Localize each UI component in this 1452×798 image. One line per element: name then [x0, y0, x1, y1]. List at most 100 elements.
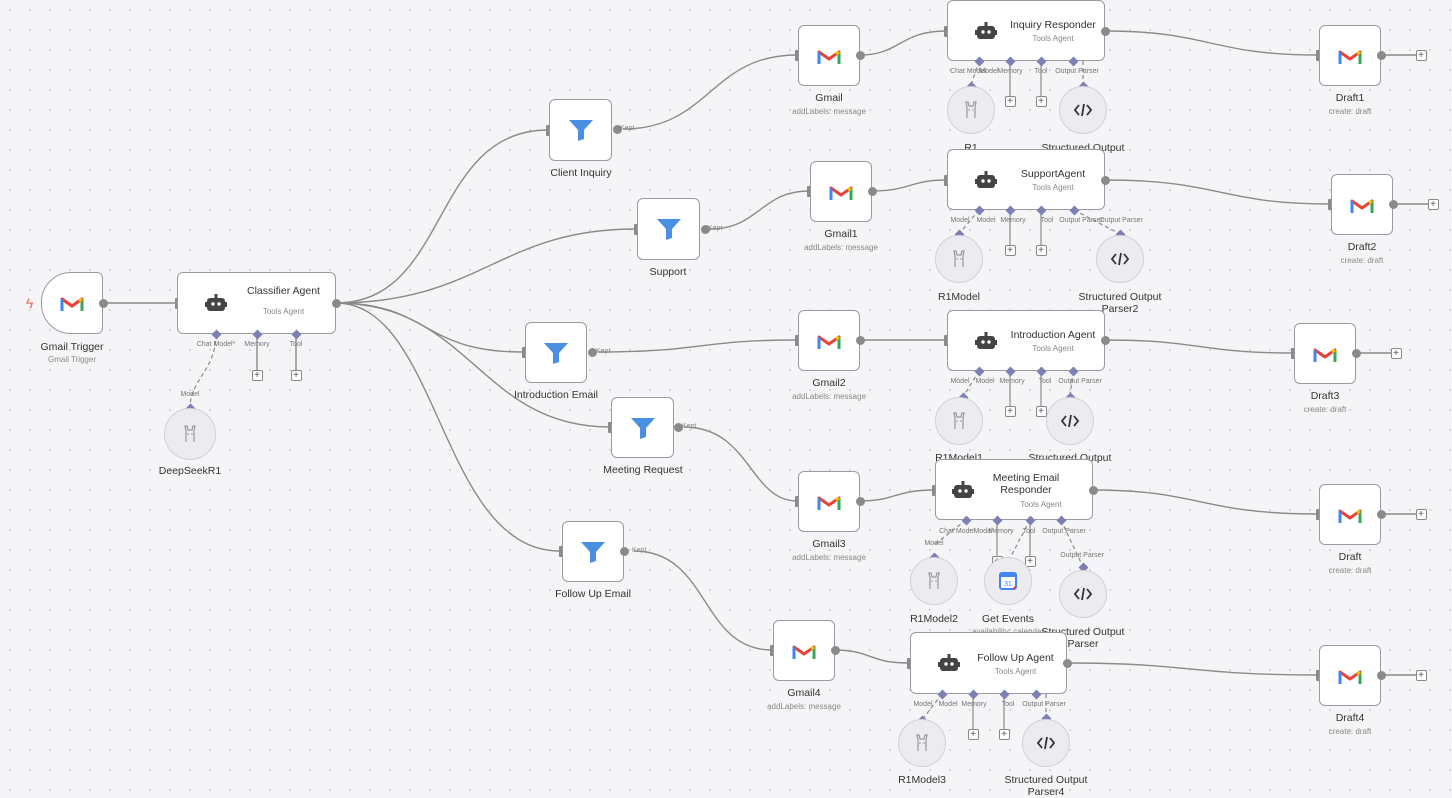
- gmail-output-port[interactable]: [830, 645, 840, 655]
- gmail-input-port[interactable]: [795, 49, 799, 61]
- port-label: Memory: [1000, 217, 1026, 224]
- draft-node[interactable]: [1319, 645, 1381, 706]
- agent-output-port[interactable]: [1100, 26, 1110, 36]
- add-memory-button[interactable]: +: [1004, 95, 1016, 107]
- gmail-icon: [829, 186, 853, 200]
- agent-title: Inquiry Responder: [1010, 19, 1096, 31]
- model-node[interactable]: [898, 719, 946, 767]
- draft-output-port[interactable]: [1376, 50, 1386, 60]
- parser-node[interactable]: [1059, 86, 1107, 134]
- gmail-input-port[interactable]: [795, 495, 799, 507]
- model-label: R1Model3: [898, 774, 946, 786]
- gmail-output-port[interactable]: [855, 50, 865, 60]
- draft-output-port[interactable]: [1388, 199, 1398, 209]
- get-events-tool-node[interactable]: 31: [984, 557, 1032, 605]
- model-node[interactable]: [910, 557, 958, 605]
- draft-node[interactable]: [1294, 323, 1356, 384]
- filter-output-port[interactable]: [612, 124, 622, 134]
- introduction-agent-node[interactable]: Introduction Agent Tools Agent: [947, 310, 1105, 371]
- add-tool-button[interactable]: +: [1035, 405, 1047, 417]
- filter-node-support[interactable]: [637, 198, 700, 260]
- gmail-input-port[interactable]: [807, 185, 811, 197]
- draft-label: Draft3: [1310, 390, 1340, 402]
- agent-output-port[interactable]: [1100, 175, 1110, 185]
- gmail-output-port[interactable]: [855, 335, 865, 345]
- parser-node[interactable]: [1046, 397, 1094, 445]
- draft-input-port[interactable]: [1316, 49, 1320, 61]
- deepseek-model-node[interactable]: [164, 408, 216, 460]
- port-label: Model: [975, 378, 995, 385]
- agent-output-port[interactable]: [1100, 335, 1110, 345]
- add-tool-button[interactable]: +: [1035, 95, 1047, 107]
- parser-node[interactable]: [1096, 235, 1144, 283]
- add-node-button[interactable]: +: [1415, 508, 1427, 520]
- agent-output-port[interactable]: [1088, 485, 1098, 495]
- filter-node-introduction-email[interactable]: [525, 322, 587, 383]
- add-node-button[interactable]: +: [1390, 347, 1402, 359]
- filter-output-port[interactable]: [700, 224, 710, 234]
- filter-input-port[interactable]: [559, 545, 563, 557]
- agent-output-port[interactable]: [1062, 658, 1072, 668]
- classifier-output-port[interactable]: [331, 298, 341, 308]
- add-memory-button[interactable]: +: [251, 369, 263, 381]
- add-memory-button[interactable]: +: [1004, 244, 1016, 256]
- filter-node-follow-up-email[interactable]: [562, 521, 624, 582]
- filter-icon: [630, 417, 655, 439]
- add-tool-button[interactable]: +: [1024, 555, 1036, 567]
- follow-up-agent-node[interactable]: Follow Up Agent Tools Agent: [910, 632, 1067, 694]
- add-node-button[interactable]: +: [1415, 49, 1427, 61]
- model-node[interactable]: [935, 397, 983, 445]
- gmail-label-node[interactable]: [798, 25, 860, 86]
- add-memory-button[interactable]: +: [967, 728, 979, 740]
- add-memory-button[interactable]: +: [1004, 405, 1016, 417]
- filter-output-port[interactable]: [673, 422, 683, 432]
- parser-node[interactable]: [1022, 719, 1070, 767]
- agent-input-port[interactable]: [907, 657, 911, 669]
- parser-node[interactable]: [1059, 570, 1107, 618]
- classifier-agent-node[interactable]: Classifier Agent Tools Agent: [177, 272, 336, 334]
- gmail-trigger-node[interactable]: [41, 272, 103, 334]
- draft-node[interactable]: [1319, 484, 1381, 545]
- agent-input-port[interactable]: [944, 25, 948, 37]
- filter-input-port[interactable]: [522, 346, 526, 358]
- agent-input-port[interactable]: [944, 174, 948, 186]
- inquiry-responder-node[interactable]: Inquiry Responder Tools Agent: [947, 0, 1105, 61]
- draft-node[interactable]: [1331, 174, 1393, 235]
- add-tool-button[interactable]: +: [998, 728, 1010, 740]
- draft-node[interactable]: [1319, 25, 1381, 86]
- draft-output-port[interactable]: [1376, 509, 1386, 519]
- gmail-label-node[interactable]: [798, 310, 860, 371]
- gmail-label-node[interactable]: [810, 161, 872, 222]
- gmail-input-port[interactable]: [795, 334, 799, 346]
- filter-output-port[interactable]: [587, 347, 597, 357]
- filter-input-port[interactable]: [634, 223, 638, 235]
- draft-output-port[interactable]: [1351, 348, 1361, 358]
- add-node-button[interactable]: +: [1427, 198, 1439, 210]
- filter-node-meeting-request[interactable]: [611, 397, 674, 458]
- trigger-output-port[interactable]: [98, 298, 108, 308]
- gmail-input-port[interactable]: [770, 644, 774, 656]
- support-agent-node[interactable]: SupportAgent Tools Agent: [947, 149, 1105, 210]
- agent-input-port[interactable]: [944, 334, 948, 346]
- meeting-email-responder-node[interactable]: Meeting Email Responder Tools Agent: [935, 459, 1093, 520]
- agent-input-port[interactable]: [932, 484, 936, 496]
- gmail-output-port[interactable]: [867, 186, 877, 196]
- draft-output-port[interactable]: [1376, 670, 1386, 680]
- filter-input-port[interactable]: [546, 124, 550, 136]
- draft-label: Draft1: [1335, 92, 1365, 104]
- add-tool-button[interactable]: +: [290, 369, 302, 381]
- add-node-button[interactable]: +: [1415, 669, 1427, 681]
- filter-output-port[interactable]: [619, 546, 629, 556]
- gmail-output-port[interactable]: [855, 496, 865, 506]
- filter-input-port[interactable]: [608, 421, 612, 433]
- filter-node-client-inquiry[interactable]: [549, 99, 612, 161]
- draft-input-port[interactable]: [1291, 347, 1295, 359]
- add-tool-button[interactable]: +: [1035, 244, 1047, 256]
- model-node[interactable]: [935, 235, 983, 283]
- gmail-label-node[interactable]: [798, 471, 860, 532]
- draft-input-port[interactable]: [1316, 508, 1320, 520]
- draft-input-port[interactable]: [1316, 669, 1320, 681]
- model-node[interactable]: [947, 86, 995, 134]
- gmail-label-node[interactable]: [773, 620, 835, 681]
- draft-input-port[interactable]: [1328, 198, 1332, 210]
